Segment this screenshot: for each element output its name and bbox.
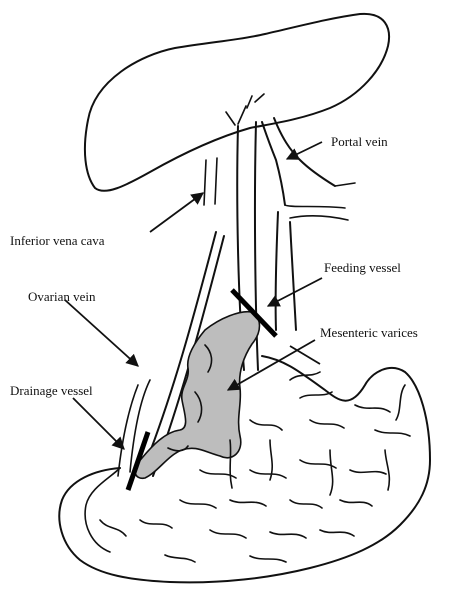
portal-vein-branch [285, 183, 355, 220]
portal-vein-label: Portal vein [331, 134, 388, 149]
mesenteric-varices-label: Mesenteric varices [320, 325, 418, 340]
portal-vein-trunk [276, 212, 296, 330]
mesenteric-varices-arrow-2 [290, 346, 320, 364]
ovarian-vein-arrow [65, 300, 138, 366]
bowel-outline [59, 356, 430, 582]
drainage-vessel-arrow [73, 398, 124, 449]
bowel-inner-outline [85, 468, 120, 552]
inferior-vena-cava-stub [204, 158, 217, 205]
feeding-vessel-label: Feeding vessel [324, 260, 401, 275]
hepatic-vein-branches [226, 94, 264, 125]
drainage-vessel-label: Drainage vessel [10, 383, 93, 398]
ovarian-vein-label: Ovarian vein [28, 289, 96, 304]
inferior-vena-cava-label: Inferior vena cava [10, 233, 105, 248]
inferior-vena-cava-arrow [150, 193, 203, 232]
portal-vein [262, 118, 335, 205]
